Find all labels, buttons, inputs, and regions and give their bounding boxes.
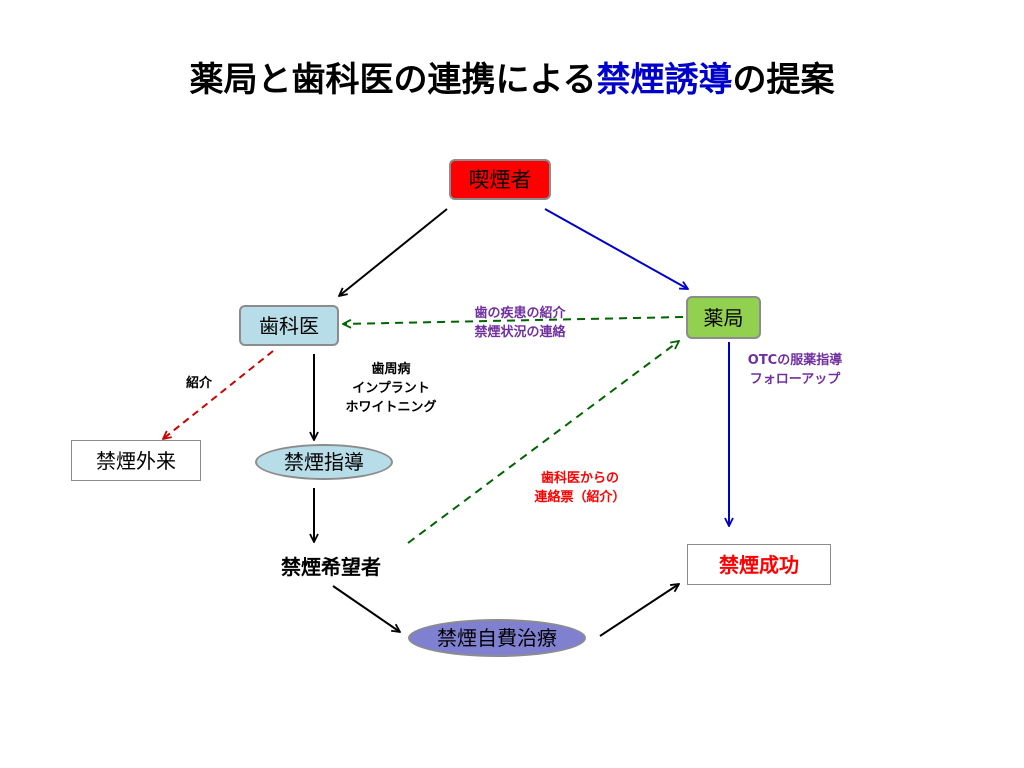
label-referral-slip-line: 歯科医からの [540, 471, 619, 486]
label-referral-slip-line: 連絡票（紹介） [534, 490, 626, 505]
label-dental-treatments: 歯周病 インプラント ホワイトニング [326, 360, 456, 417]
title-prefix: 薬局と歯科医の連携による [189, 60, 597, 100]
node-self-paid-treatment: 禁煙自費治療 [408, 619, 586, 657]
label-referral: 紹介 [164, 374, 234, 393]
page-title: 薬局と歯科医の連携による禁煙誘導の提案 [0, 56, 1024, 104]
label-dental-treatment-line: 歯周病 [371, 362, 411, 377]
node-cessation-guidance: 禁煙指導 [255, 444, 393, 480]
label-otc-guidance: OTCの服薬指導 フォローアップ [720, 351, 870, 389]
label-dental-treatment-line: インプラント [352, 381, 430, 396]
arrow-treatment-to-success [599, 584, 679, 637]
node-cessation-applicant: 禁煙希望者 [281, 555, 381, 579]
arrow-smoker-to-pharmacy [544, 208, 688, 289]
node-smoking-cessation-clinic: 禁煙外来 [71, 440, 201, 481]
label-referral-text: 紹介 [185, 376, 212, 391]
title-suffix: の提案 [732, 60, 835, 100]
arrow-applicant-to-treatment [332, 585, 400, 632]
label-dental-treatment-line: ホワイトニング [345, 400, 437, 415]
label-dental-info: 歯の疾患の紹介 禁煙状況の連絡 [440, 304, 600, 342]
label-dental-info-line: 歯の疾患の紹介 [474, 306, 566, 321]
node-dentist: 歯科医 [239, 305, 339, 346]
arrow-pharmacy-to-dentist [343, 316, 684, 324]
title-highlight: 禁煙誘導 [596, 60, 733, 100]
label-otc-line: OTCの服薬指導 [747, 353, 843, 368]
arrow-dentist-to-clinic [163, 350, 274, 439]
arrow-smoker-to-dentist [339, 208, 448, 296]
label-referral-slip: 歯科医からの 連絡票（紹介） [500, 469, 660, 507]
label-otc-line: フォローアップ [749, 372, 841, 387]
label-dental-info-line: 禁煙状況の連絡 [474, 325, 566, 340]
arrow-applicant-to-pharmacy [407, 341, 679, 544]
node-cessation-success: 禁煙成功 [687, 544, 831, 585]
node-smoker: 喫煙者 [449, 159, 551, 200]
node-pharmacy: 薬局 [686, 296, 761, 339]
